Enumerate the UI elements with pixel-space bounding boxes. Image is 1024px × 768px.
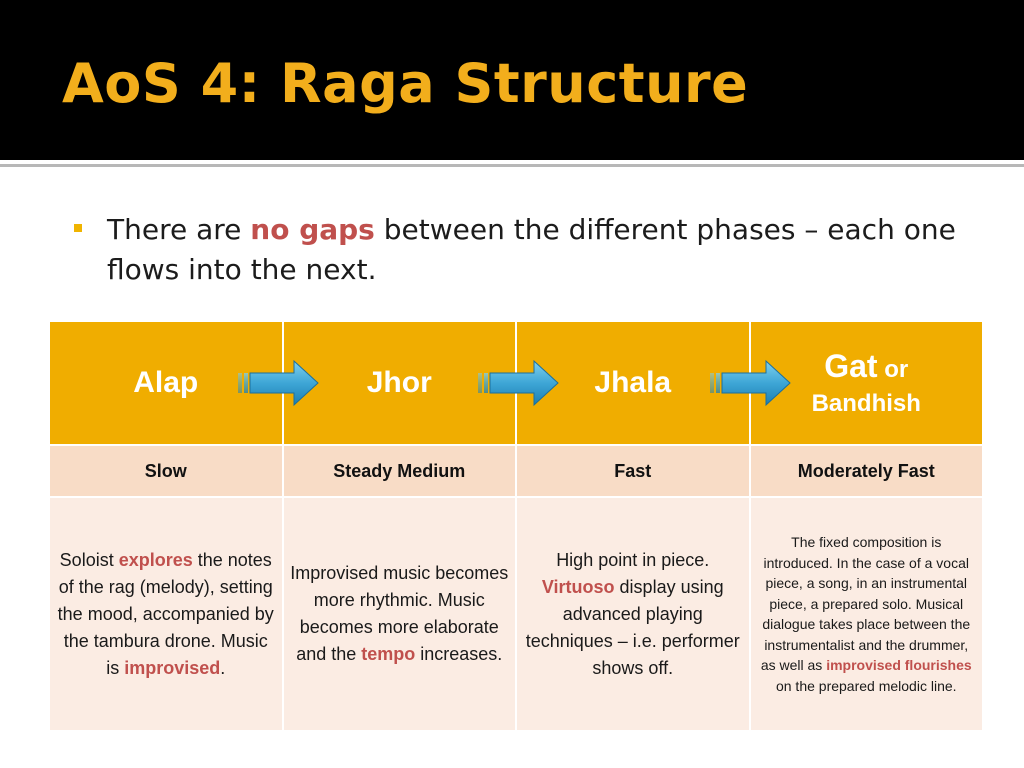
bullet-text-part1: There are: [107, 213, 251, 246]
bullet-text-part2: between the different phases – each one …: [107, 213, 956, 286]
desc-jhala-highlight1: Virtuoso: [541, 576, 615, 597]
tempo-gat: Moderately Fast: [748, 444, 984, 498]
desc-alap-highlight2: improvised: [124, 657, 221, 678]
right-arrow-icon: [238, 359, 319, 407]
phase-gat-alt: Bandhish: [811, 389, 921, 417]
description-row: Soloist explores the notes of the rag (m…: [48, 496, 984, 732]
tempo-alap: Slow: [48, 444, 284, 498]
phase-jhor-label: Jhor: [366, 366, 432, 399]
desc-alap-text3: .: [220, 657, 226, 678]
phase-jhor: Jhor: [281, 320, 517, 446]
desc-jhala: High point in piece. Virtuoso display us…: [515, 496, 751, 732]
desc-jhor-highlight1: tempo: [361, 644, 416, 664]
desc-gat-highlight1: improvised flourishes: [826, 657, 972, 673]
bullet-highlight: no gaps: [250, 213, 375, 246]
bullet-text: There are no gaps between the different …: [107, 210, 987, 290]
desc-alap-text1: Soloist: [59, 549, 119, 570]
title-divider: [0, 164, 1024, 167]
tempo-row: Slow Steady Medium Fast Moderately Fast: [48, 444, 984, 498]
desc-jhor-text2: increases.: [415, 644, 503, 664]
desc-jhala-text1: High point in piece.: [556, 549, 710, 570]
desc-jhor-text1: Improvised music becomes more rhythmic. …: [290, 563, 509, 664]
phase-jhala-label: Jhala: [594, 366, 672, 399]
desc-alap-highlight1: explores: [118, 549, 193, 570]
slide-title: AoS 4: Raga Structure: [62, 52, 749, 115]
phase-gat-label: Gat: [824, 347, 878, 384]
desc-gat: The fixed composition is introduced. In …: [748, 496, 984, 732]
desc-gat-text1: The fixed composition is introduced. In …: [760, 534, 971, 673]
tempo-jhala: Fast: [515, 444, 751, 498]
right-arrow-icon: [710, 359, 791, 407]
phase-gat-or: or: [877, 355, 909, 383]
right-arrow-icon: [478, 359, 559, 407]
desc-gat-text2: on the prepared melodic line.: [775, 677, 957, 694]
bullet-square-icon: [74, 224, 82, 232]
desc-jhor: Improvised music becomes more rhythmic. …: [281, 496, 517, 732]
phase-alap-label: Alap: [133, 366, 199, 399]
desc-jhala-text2: display using advanced playing technique…: [525, 576, 740, 678]
tempo-jhor: Steady Medium: [281, 444, 517, 498]
desc-alap-text2: the notes of the rag (melody), setting t…: [57, 549, 274, 678]
title-bar: AoS 4: Raga Structure: [0, 0, 1024, 160]
desc-alap: Soloist explores the notes of the rag (m…: [48, 496, 284, 732]
